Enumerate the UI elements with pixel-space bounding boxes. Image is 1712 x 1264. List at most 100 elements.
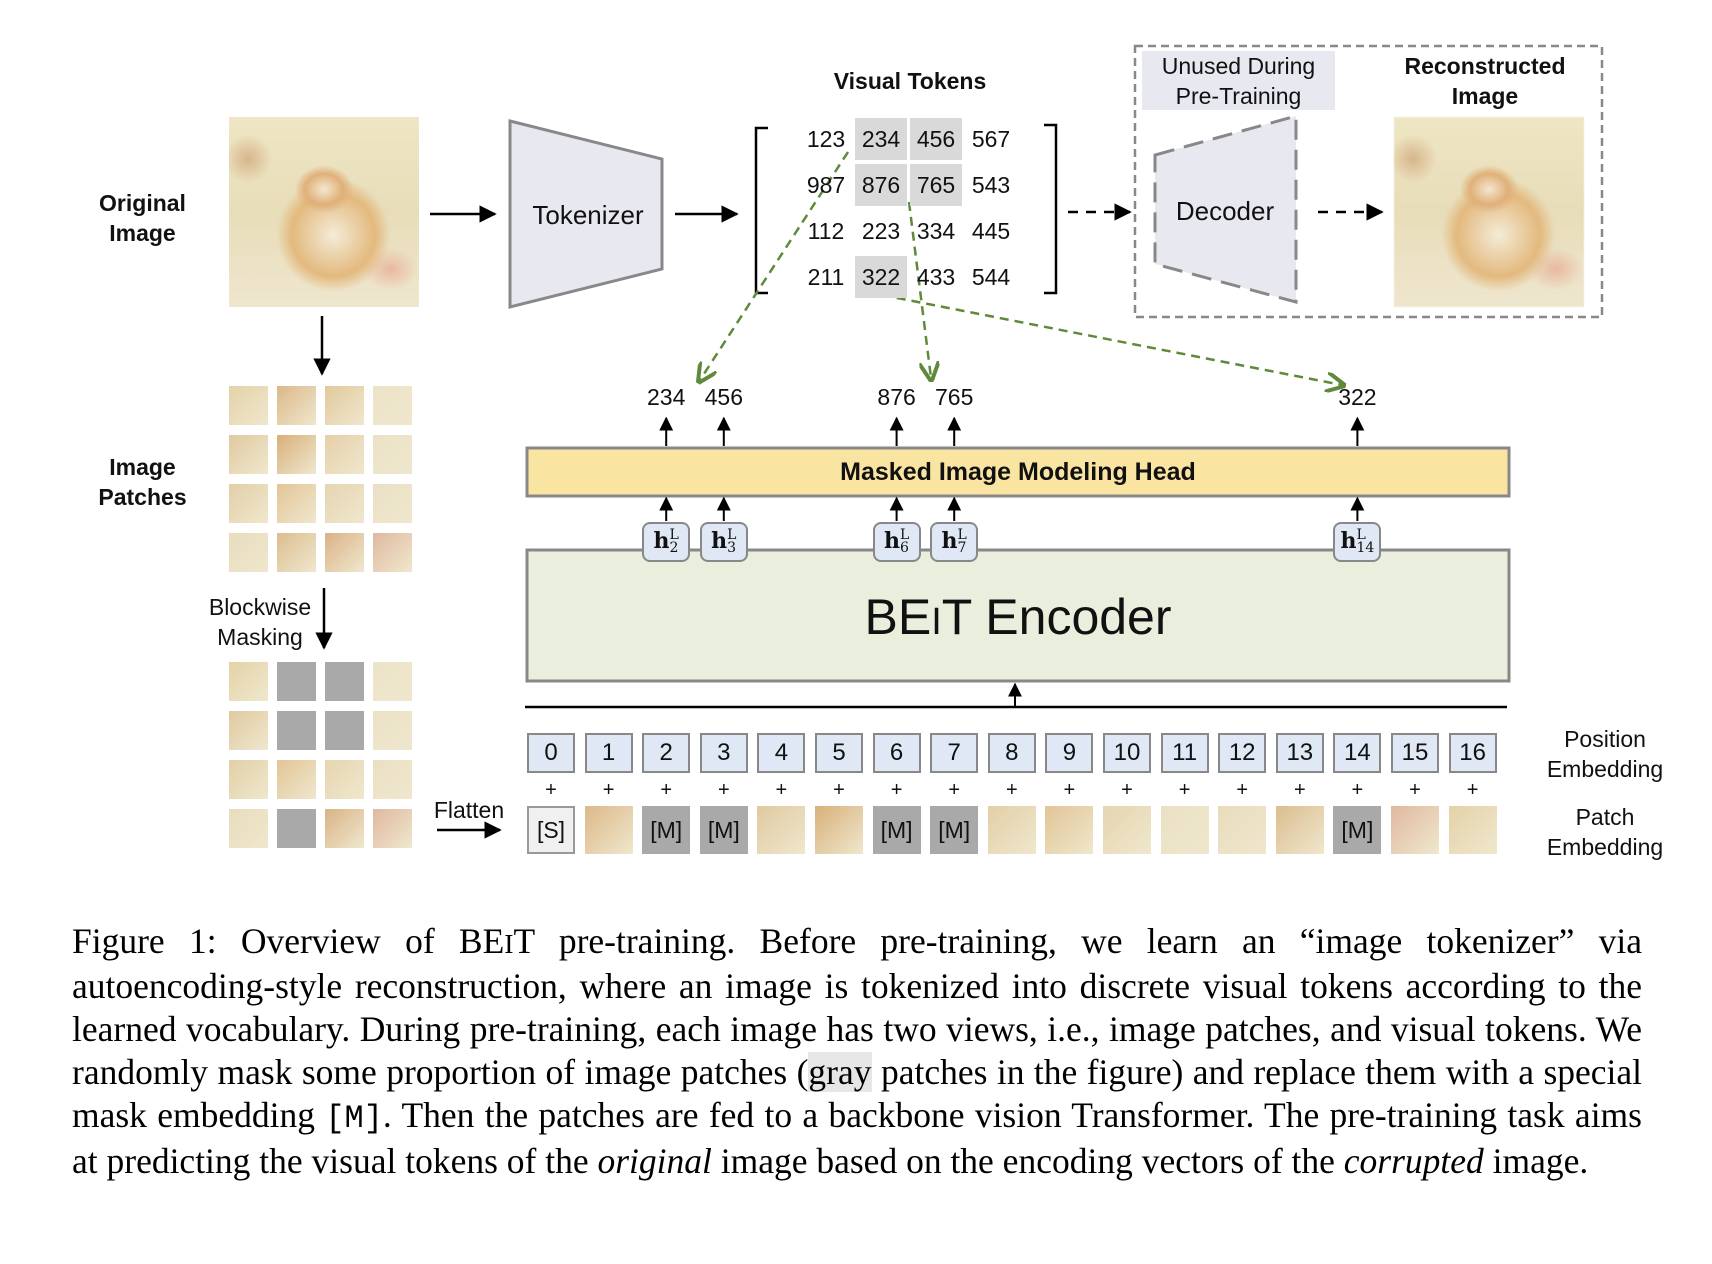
position-embedding-0: 0 bbox=[527, 733, 575, 773]
masked-patch bbox=[325, 711, 364, 750]
blockwise-masking-label: Blockwise Masking bbox=[195, 592, 325, 652]
visual-token: 876 bbox=[855, 164, 907, 206]
token-bracket-right bbox=[1044, 123, 1058, 295]
caption-prefix: Figure 1: Overview of bbox=[72, 921, 459, 961]
patch-embedding-image bbox=[584, 806, 633, 854]
patch-embedding-label: Patch Embedding bbox=[1530, 802, 1680, 862]
visual-token: 223 bbox=[861, 218, 901, 244]
reconstructed-image-label: Reconstructed Image bbox=[1380, 51, 1590, 111]
caption-text: pre-training. Before pre-training, we le… bbox=[72, 921, 1642, 1092]
image-patch bbox=[373, 760, 412, 799]
position-embedding-4: 4 bbox=[757, 733, 806, 773]
image-patch bbox=[229, 386, 268, 425]
visual-token: 211 bbox=[807, 264, 845, 290]
token-bracket-left bbox=[754, 126, 768, 295]
tokenizer-shape bbox=[508, 119, 664, 309]
patch-embedding-masked: [M] bbox=[872, 806, 921, 854]
position-embedding-9: 9 bbox=[1045, 733, 1094, 773]
visual-token: 987 bbox=[806, 172, 846, 198]
caption-italic-corrupted: corrupted bbox=[1343, 1141, 1484, 1181]
caption-gray-highlight: gray bbox=[808, 1052, 872, 1092]
image-patch bbox=[325, 809, 364, 848]
image-patch bbox=[373, 533, 412, 572]
image-patch bbox=[277, 533, 316, 572]
caption-italic-original: original bbox=[597, 1141, 712, 1181]
visual-token: 234 bbox=[855, 118, 907, 160]
predicted-token-322: 322 bbox=[1338, 384, 1377, 410]
beit-name: BEIT bbox=[459, 921, 535, 961]
image-patch bbox=[229, 809, 268, 848]
plus-sign: + bbox=[948, 779, 961, 801]
hidden-state-sub: 14 bbox=[1356, 540, 1375, 556]
label-line: Masking bbox=[217, 624, 303, 650]
visual-token: 322 bbox=[855, 256, 907, 298]
position-embedding-1: 1 bbox=[584, 733, 633, 773]
position-embedding-12: 12 bbox=[1218, 733, 1267, 773]
plus-sign: + bbox=[1121, 779, 1133, 801]
original-image-label: Original Image bbox=[80, 188, 205, 248]
patch-embedding-special: [S] bbox=[527, 806, 575, 854]
plus-sign: + bbox=[1351, 779, 1364, 801]
plus-sign: + bbox=[717, 779, 730, 801]
masked-patch bbox=[325, 662, 364, 701]
image-patch bbox=[229, 760, 268, 799]
patch-embedding-image bbox=[987, 806, 1036, 854]
image-patch bbox=[373, 711, 412, 750]
unused-region-box bbox=[1133, 44, 1604, 319]
plus-sign: + bbox=[1293, 779, 1306, 801]
mim-head-label: Masked Image Modeling Head bbox=[840, 458, 1196, 486]
visual-token: 123 bbox=[806, 126, 846, 152]
hidden-state-sup: L bbox=[899, 527, 910, 543]
patch-embedding-masked: [M] bbox=[642, 806, 691, 854]
patch-embedding-image bbox=[815, 806, 863, 854]
plus-sign: + bbox=[1178, 779, 1191, 801]
patch-embedding-image bbox=[1218, 806, 1267, 854]
hidden-state-sub: 7 bbox=[957, 540, 967, 556]
visual-token: 112 bbox=[807, 218, 845, 244]
original-image bbox=[229, 117, 419, 307]
unused-during-pretraining-label: Unused During Pre-Training bbox=[1142, 51, 1335, 111]
visual-token: 456 bbox=[910, 118, 962, 160]
predicted-token-876: 876 bbox=[877, 384, 916, 410]
patch-embedding-masked: [M] bbox=[1333, 806, 1382, 854]
position-embedding-13: 13 bbox=[1275, 733, 1324, 773]
image-patch bbox=[277, 760, 316, 799]
patch-embedding-image bbox=[1045, 806, 1094, 854]
image-patch bbox=[277, 386, 316, 425]
image-patches-grid bbox=[229, 386, 419, 576]
hidden-state-sup: L bbox=[727, 527, 737, 543]
plus-sign: + bbox=[1236, 779, 1249, 801]
masked-patch bbox=[277, 662, 316, 701]
patch-embedding-masked: [M] bbox=[699, 806, 748, 854]
plus-sign: + bbox=[545, 779, 557, 801]
tokenizer-label: Tokenizer bbox=[532, 200, 644, 230]
image-patch bbox=[373, 435, 412, 474]
position-embedding-7: 7 bbox=[930, 733, 979, 773]
position-embedding-2: 2 bbox=[642, 733, 691, 773]
hidden-state-sup: L bbox=[669, 527, 679, 543]
position-embedding-10: 10 bbox=[1103, 733, 1151, 773]
image-patch bbox=[277, 435, 316, 474]
image-patch bbox=[373, 662, 412, 701]
visual-tokens-title: Visual Tokens bbox=[833, 68, 987, 94]
unused-label-bg bbox=[1142, 51, 1335, 110]
position-embedding-11: 11 bbox=[1160, 733, 1209, 773]
encoder-box bbox=[525, 548, 1511, 683]
image-patch bbox=[229, 435, 268, 474]
image-patch bbox=[373, 484, 412, 523]
predicted-token-234: 234 bbox=[647, 384, 686, 410]
label-line: Unused During bbox=[1161, 53, 1316, 79]
decoder-shape bbox=[1153, 114, 1298, 304]
label-line: Image bbox=[109, 220, 176, 246]
label-line: Image bbox=[109, 454, 176, 480]
position-embedding-16: 16 bbox=[1448, 733, 1497, 773]
patch-embedding-image bbox=[1275, 806, 1324, 854]
predicted-token-456: 456 bbox=[704, 384, 743, 410]
head-arrows bbox=[659, 416, 1365, 521]
image-patch bbox=[229, 533, 268, 572]
